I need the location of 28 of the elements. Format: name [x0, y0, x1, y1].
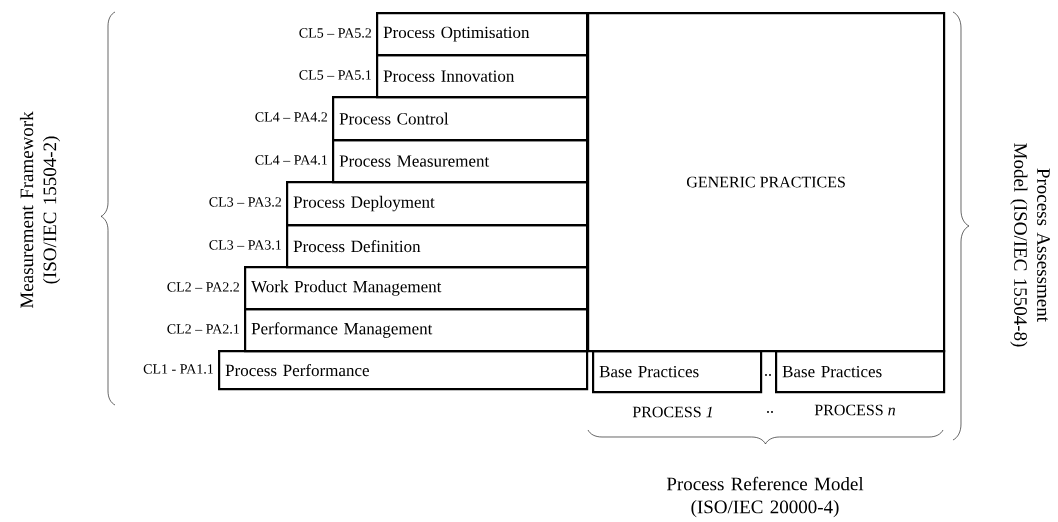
- capability-level-label: CL5 – PA5.2: [299, 28, 372, 38]
- process-attribute-box: Process Deployment: [286, 181, 589, 227]
- capability-level-label: CL3 – PA3.1: [209, 240, 281, 250]
- base-practices-box: Base Practices: [775, 350, 946, 394]
- ellipsis: ..: [765, 374, 771, 376]
- practices-box: GENERIC PRACTICES: [587, 12, 946, 353]
- process-attribute-box: Process Definition: [286, 224, 589, 269]
- process-label: PROCESS 1: [632, 406, 712, 418]
- capability-level-label: CL2 – PA2.1: [167, 324, 239, 334]
- brace-label: Process Reference Model (ISO/IEC 20000-4): [666, 476, 864, 518]
- capability-level-label: CL3 – PA3.2: [209, 197, 282, 207]
- process-attribute-box: Process Control: [332, 96, 589, 142]
- process-label: PROCESS n: [814, 404, 895, 416]
- base-practices-box: Base Practices: [592, 350, 763, 394]
- capability-level-label: CL2 – PA2.2: [167, 282, 240, 292]
- brace-label: Process Assessment Model (ISO/IEC 15504-8): [1010, 143, 1050, 347]
- ellipsis: ..: [767, 411, 773, 413]
- process-attribute-box: Work Product Management: [244, 266, 589, 311]
- process-attribute-box: Process Measurement: [332, 139, 589, 184]
- capability-level-label: CL4 – PA4.2: [255, 112, 328, 122]
- process-attribute-box: Process Performance: [218, 350, 589, 391]
- brace-label: Measurement Framework (ISO/IEC 15504-2): [19, 111, 61, 309]
- process-attribute-box: Performance Management: [244, 308, 589, 353]
- capability-level-label: CL1 - PA1.1: [143, 364, 213, 374]
- capability-level-label: CL4 – PA4.1: [255, 155, 327, 165]
- process-attribute-box: Process Optimisation: [376, 12, 589, 57]
- process-attribute-box: Process Innovation: [376, 54, 589, 99]
- capability-level-label: CL5 – PA5.1: [299, 70, 371, 80]
